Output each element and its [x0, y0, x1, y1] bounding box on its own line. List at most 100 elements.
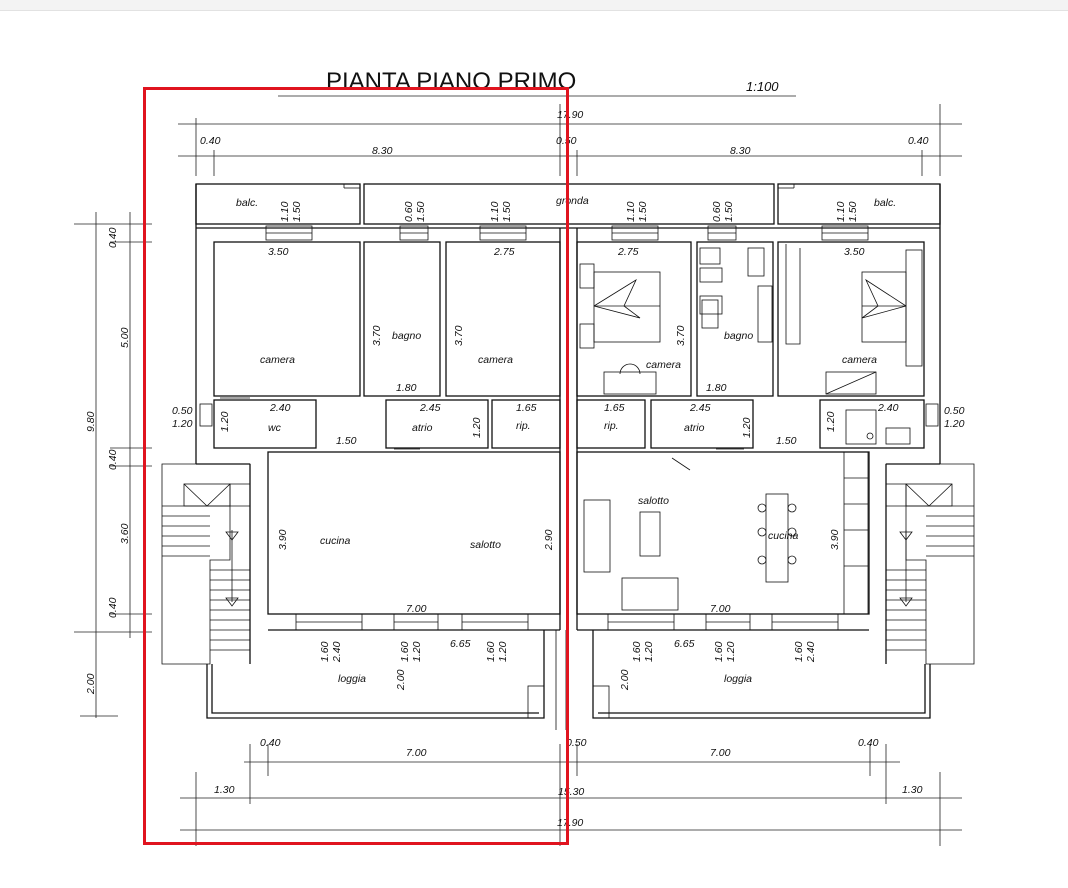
dimension-label: 7.00 [710, 747, 731, 759]
dimension-label: 3.50 [844, 246, 865, 258]
plan-title: PIANTA PIANO PRIMO [326, 68, 576, 95]
dimension-label: 1.50 [637, 201, 649, 222]
dimension-label: 0.40 [107, 449, 119, 470]
dimension-label: 1.50 [415, 201, 427, 222]
dimension-label: 1.65 [516, 402, 537, 414]
dimension-label: 1.80 [396, 382, 417, 394]
dimension-label: 2.75 [493, 246, 515, 258]
room-camera-3: camera [646, 359, 681, 371]
dimension-label: 1.20 [411, 641, 423, 662]
dimension-label: 1.20 [497, 641, 509, 662]
dimension-label: 0.50 [172, 405, 193, 417]
bottom-dimensions: 0.40 7.00 0.50 7.00 0.40 1.30 15.30 1.30… [180, 737, 962, 846]
dimension-label: 9.80 [85, 411, 97, 432]
dimension-label: 0.60 [711, 201, 723, 222]
dimension-label: 1.50 [336, 435, 357, 447]
room-loggia-1: loggia [338, 673, 366, 685]
dimension-label: 17.90 [557, 109, 583, 121]
dimension-label: 1.20 [219, 411, 231, 432]
room-cucina-2: cucina [768, 530, 799, 542]
dimension-label: 2.00 [395, 669, 407, 691]
dimension-label: 1.50 [501, 201, 513, 222]
dimension-label: 3.70 [371, 325, 383, 346]
dimension-label: 0.50 [566, 737, 587, 749]
selection-highlight-box [143, 87, 569, 845]
dimension-label: 0.50 [944, 405, 965, 417]
dimension-label: 1.60 [631, 641, 643, 662]
dimension-label: 0.40 [107, 597, 119, 618]
dimension-label: 1.60 [793, 641, 805, 662]
left-dimensions: 0.40 5.00 9.80 0.40 3.60 0.40 2.00 [74, 212, 152, 718]
room-wc: wc [268, 422, 282, 434]
dimension-label: 3.50 [268, 246, 289, 258]
dimension-label: 1.20 [825, 411, 837, 432]
dimension-label: 1.50 [776, 435, 797, 447]
room-atrio-1: atrio [412, 422, 433, 434]
top-dimensions: 17.90 0.40 8.30 0.50 8.30 0.40 [178, 104, 962, 176]
dimension-label: 1.50 [847, 201, 859, 222]
room-atrio-2: atrio [684, 422, 705, 434]
dimension-label: 1.20 [944, 418, 965, 430]
room-salotto-2: salotto [638, 495, 669, 507]
room-camera-4: camera [842, 354, 877, 366]
dimension-label: 1.20 [172, 418, 193, 430]
dimension-label: 1.60 [713, 641, 725, 662]
dimension-label: 2.00 [619, 669, 631, 691]
dimension-label: 7.00 [710, 603, 731, 615]
room-cucina-1: cucina [320, 535, 351, 547]
dimension-label: 2.45 [689, 402, 711, 414]
viewer-top-bar [0, 0, 1068, 11]
dimension-label: 7.00 [406, 747, 427, 759]
dimension-label: 3.70 [675, 325, 687, 346]
dimension-label: 1.20 [643, 641, 655, 662]
dimension-label: 1.65 [604, 402, 625, 414]
stairs-left [161, 463, 251, 665]
dimension-label: 2.40 [331, 641, 343, 663]
dimension-label: 15.30 [558, 786, 584, 798]
dimension-label: 1.60 [485, 641, 497, 662]
dimension-label: 17.90 [557, 817, 583, 829]
room-bagno-1: bagno [392, 330, 421, 342]
dimension-label: 1.10 [489, 201, 501, 222]
windows [199, 225, 939, 631]
dimension-label: 1.20 [471, 417, 483, 438]
dimension-label: 1.10 [625, 201, 637, 222]
dimension-label: 0.40 [107, 227, 119, 248]
stairs-right [885, 463, 975, 665]
room-balc-right: balc. [874, 197, 896, 209]
dimension-label: 0.60 [403, 201, 415, 222]
dimension-label: 3.90 [829, 529, 841, 550]
dimension-label: 3.70 [453, 325, 465, 346]
room-camera-1: camera [260, 354, 295, 366]
room-gronda: gronda [556, 195, 589, 207]
dimension-label: 1.20 [725, 641, 737, 662]
dimension-label: 1.10 [835, 201, 847, 222]
dimension-label: 2.40 [877, 402, 899, 414]
plan-scale: 1:100 [746, 79, 779, 94]
dimension-label: 3.60 [119, 523, 131, 544]
room-camera-2: camera [478, 354, 513, 366]
room-salotto-1: salotto [470, 539, 501, 551]
dimension-label: 2.40 [269, 402, 291, 414]
dimension-label: 2.75 [617, 246, 639, 258]
dimension-label: 0.40 [260, 737, 281, 749]
dimension-label: 2.40 [805, 641, 817, 663]
dimension-label: 0.40 [908, 135, 929, 147]
dimension-label: 8.30 [372, 145, 393, 157]
dimension-label: 1.30 [214, 784, 235, 796]
dimension-label: 6.65 [450, 638, 471, 650]
dimension-label: 1.50 [291, 201, 303, 222]
dimension-label: 2.90 [543, 529, 555, 551]
dimension-label: 1.30 [902, 784, 923, 796]
dimension-label: 6.65 [674, 638, 695, 650]
dimension-label: 1.60 [319, 641, 331, 662]
dimension-label: 1.10 [279, 201, 291, 222]
dimension-label: 0.40 [200, 135, 221, 147]
furniture [579, 244, 923, 615]
dimension-label: 1.80 [706, 382, 727, 394]
dimension-label: 1.50 [723, 201, 735, 222]
room-rip-1: rip. [516, 420, 531, 432]
room-balc-left: balc. [236, 197, 258, 209]
dimension-label: 2.45 [419, 402, 441, 414]
